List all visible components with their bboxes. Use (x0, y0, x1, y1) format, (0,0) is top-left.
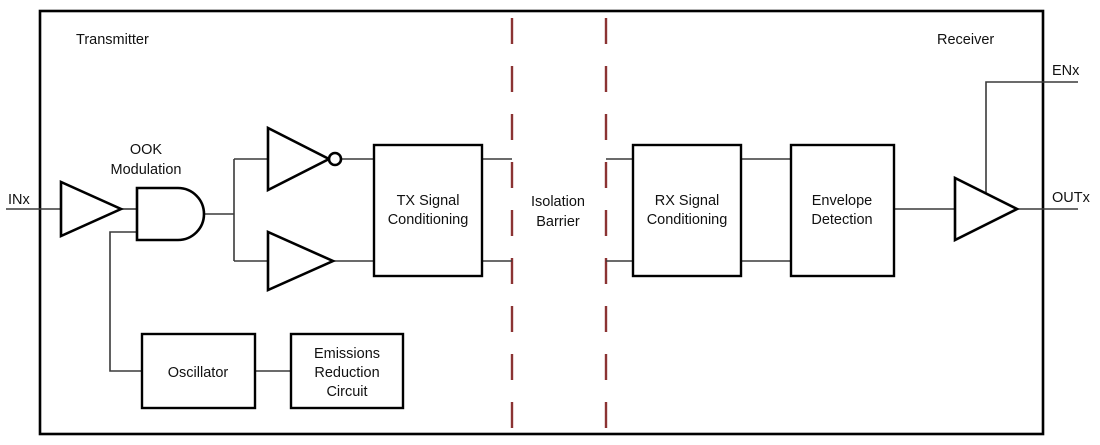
pin-label-enx: ENx (1052, 63, 1080, 79)
block-rx-signal-conditioning (631, 143, 743, 278)
pin-label-outx: OUTx (1052, 190, 1091, 206)
region-label-receiver: Receiver (937, 32, 994, 48)
block-emissions-reduction-circuit (289, 332, 405, 410)
region-label-transmitter: Transmitter (76, 32, 149, 48)
isolation-barrier-label-line1: Isolation (531, 194, 585, 210)
emissions-reduction-label-line2: Reduction (314, 365, 379, 381)
chip-outline (38, 9, 1045, 436)
input-buffer-gate (59, 179, 125, 239)
oscillator-label-line1: Oscillator (168, 365, 229, 381)
ook-modulation-label-line1: OOK (130, 142, 163, 158)
rx-signal-conditioning-label-line2: Conditioning (647, 212, 728, 228)
tx-inverter-bubble-icon (327, 151, 343, 167)
output-buffer-gate (953, 175, 1020, 243)
tx-buffer-gate (266, 229, 337, 293)
block-oscillator (140, 332, 257, 410)
emissions-reduction-label-line3: Circuit (326, 384, 367, 400)
pin-label-inx: INx (8, 192, 31, 208)
wire-enx-to-output-buffer-enable (985, 81, 1078, 193)
ook-modulation-label-line2: Modulation (111, 162, 182, 178)
envelope-detection-label-line1: Envelope (812, 193, 872, 209)
wire-and-input-b-to-oscillator (109, 231, 142, 372)
isolation-barrier-label-line2: Barrier (536, 214, 580, 230)
emissions-reduction-label-line1: Emissions (314, 346, 380, 362)
rx-signal-conditioning-label-line1: RX Signal (655, 193, 719, 209)
tx-signal-conditioning-label-line1: TX Signal (397, 193, 460, 209)
tx-signal-conditioning-label-line2: Conditioning (388, 212, 469, 228)
tx-inverter-gate (266, 125, 332, 193)
block-tx-signal-conditioning (372, 143, 484, 278)
and-gate (135, 186, 206, 242)
envelope-detection-label-line2: Detection (811, 212, 872, 228)
block-envelope-detection (789, 143, 896, 278)
